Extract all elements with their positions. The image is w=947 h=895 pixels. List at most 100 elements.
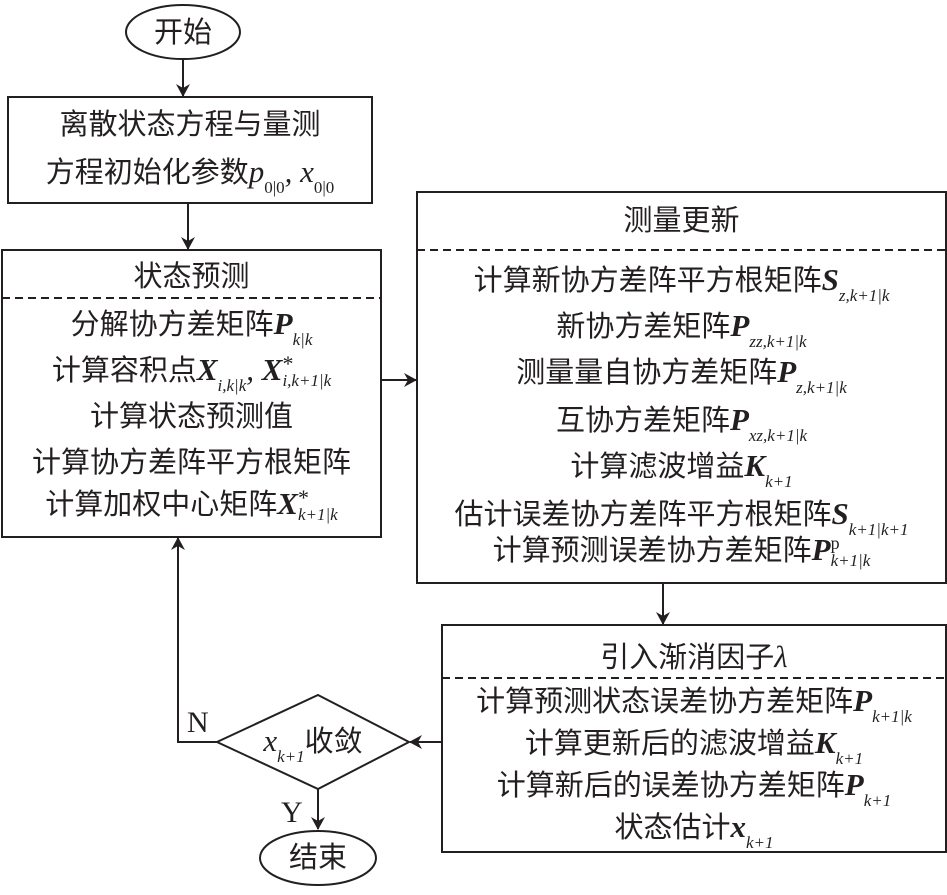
- step-var: P: [811, 532, 831, 567]
- step-var: S: [831, 496, 849, 531]
- init-text: 离散状态方程与量测 方程初始化参数p0|0, x0|0: [8, 108, 372, 204]
- step-var: K: [814, 725, 836, 760]
- step-text: 计算预测状态误差协方差矩阵: [476, 684, 854, 718]
- step-text: 测量量自协方差矩阵: [516, 355, 778, 389]
- step-text: 互协方差矩阵: [555, 403, 730, 437]
- decision-text: 收敛: [304, 724, 363, 758]
- prediction-step-4: 计算协方差阵平方根矩阵: [2, 448, 381, 477]
- step-var: S: [821, 262, 839, 297]
- state-prediction-title: 状态预测: [133, 259, 250, 293]
- fading-factor-title: 引入渐消因子λ: [442, 641, 946, 672]
- step-supsub-2: *i,k+1|k: [282, 351, 332, 390]
- step-sub: k+1: [745, 833, 774, 852]
- measurement-step-5: 计算滤波增益Kk+1: [417, 448, 946, 490]
- measurement-step-6: 估计误差协方差阵平方根矩阵Sk+1|k+1: [417, 496, 946, 538]
- decision-var: x: [263, 723, 278, 758]
- fading-step-2: 计算更新后的滤波增益Kk+1: [442, 725, 946, 767]
- fading-step-4: 状态估计xk+1: [442, 809, 946, 851]
- decision-label: xk+1收敛: [217, 723, 409, 765]
- step-sub: xz,k+1|k: [748, 426, 808, 445]
- prediction-step-5: 计算加权中心矩阵X*k+1|k: [2, 485, 381, 524]
- step-text: 计算预测误差协方差矩阵: [492, 533, 812, 567]
- measurement-update-title: 测量更新: [623, 203, 740, 237]
- end-label: 结束: [260, 843, 376, 872]
- step-var: P: [730, 308, 750, 343]
- init-line-2: 方程初始化参数p0|0, x0|0: [8, 154, 372, 196]
- state-prediction-content: 状态预测 分解协方差矩阵Pk|k 计算容积点Xi,k|k, X*i,k+1|k …: [2, 250, 381, 537]
- step-text: 计算加权中心矩阵: [45, 487, 278, 521]
- step-sub: k+1|k+1: [848, 520, 909, 539]
- measurement-update-content: 测量更新 计算新协方差阵平方根矩阵Sz,k+1|k 新协方差矩阵Pzz,k+1|…: [417, 192, 946, 583]
- step-text: 计算新后的误差协方差矩阵: [496, 768, 845, 802]
- step-text: 新协方差矩阵: [556, 309, 731, 343]
- step-sub: i,k|k: [217, 376, 247, 395]
- sep: ,: [284, 154, 301, 189]
- end-text: 结束: [288, 840, 347, 874]
- step-sub: z,k+1|k: [838, 286, 890, 305]
- step-text: 计算新协方差阵平方根矩阵: [473, 263, 822, 297]
- step-var-2: X: [261, 352, 283, 387]
- step-var: K: [744, 448, 766, 483]
- step-sub: k|k: [292, 330, 313, 349]
- step-text: 计算滤波增益: [570, 449, 745, 483]
- measurement-update-box: [416, 191, 947, 584]
- step-var: X: [196, 352, 218, 387]
- measurement-step-1: 计算新协方差阵平方根矩阵Sz,k+1|k: [417, 262, 946, 304]
- var-x-sub: 0|0: [313, 178, 335, 197]
- step-sep: ,: [246, 352, 262, 387]
- var-p-sub: 0|0: [264, 178, 285, 197]
- step-text: 计算协方差阵平方根矩阵: [31, 445, 351, 479]
- var-p: p: [248, 154, 265, 189]
- lambda-symbol: λ: [774, 639, 788, 674]
- step-sub: zz,k+1|k: [749, 332, 807, 351]
- step-var: P: [853, 683, 873, 718]
- init-line-2-text: 方程初始化参数: [45, 155, 249, 189]
- fading-step-1: 计算预测状态误差协方差矩阵Pk+1|k: [442, 683, 946, 725]
- step-sub: z,k+1|k: [796, 378, 847, 397]
- fading-step-3: 计算新后的误差协方差矩阵Pk+1: [442, 767, 946, 809]
- end-terminal: [259, 830, 377, 886]
- var-x: x: [300, 154, 314, 189]
- step-sub: i,k+1|k: [282, 371, 332, 390]
- step-sup: *: [282, 351, 294, 376]
- decision-sub: k+1: [277, 747, 305, 766]
- step-sub: k+1|k: [872, 707, 912, 726]
- prediction-step-2: 计算容积点Xi,k|k, X*i,k+1|k: [2, 351, 381, 395]
- measurement-step-2: 新协方差矩阵Pzz,k+1|k: [417, 308, 946, 350]
- step-supsub: *k+1|k: [297, 485, 338, 524]
- arrow-no-feedback: [171, 537, 217, 743]
- step-text: 计算状态预测值: [89, 399, 293, 433]
- yes-branch-label: Y: [281, 796, 303, 829]
- init-line-1: 离散状态方程与量测: [59, 107, 321, 141]
- step-sup: *: [297, 485, 309, 510]
- step-text: 计算更新后的滤波增益: [524, 726, 815, 760]
- step-sub: k+1: [765, 472, 793, 491]
- prediction-step-3: 计算状态预测值: [2, 402, 381, 431]
- step-var: x: [730, 809, 746, 844]
- start-label: 开始: [126, 18, 240, 47]
- measurement-step-4: 互协方差矩阵Pxz,k+1|k: [417, 402, 946, 444]
- step-sub: k+1|k: [830, 551, 871, 570]
- step-text: 分解协方差矩阵: [70, 307, 274, 341]
- step-sub: k+1: [835, 749, 864, 768]
- step-text: 计算容积点: [51, 353, 197, 387]
- start-text: 开始: [153, 15, 212, 49]
- step-var: P: [729, 402, 749, 437]
- init-box: [7, 96, 373, 204]
- step-sub: k+1|k: [297, 505, 338, 524]
- prediction-step-1: 分解协方差矩阵Pk|k: [2, 306, 381, 348]
- title-text: 引入渐消因子: [600, 640, 775, 674]
- fading-factor-box: [441, 624, 947, 853]
- step-sup: p: [830, 533, 840, 553]
- step-text: 状态估计: [614, 810, 731, 844]
- step-sub: k+1: [863, 791, 892, 810]
- step-text: 估计误差协方差阵平方根矩阵: [454, 497, 832, 531]
- step-var: P: [273, 306, 293, 341]
- step-var: P: [844, 767, 864, 802]
- step-var: X: [277, 486, 298, 521]
- measurement-step-3: 测量量自协方差矩阵Pz,k+1|k: [417, 354, 946, 396]
- step-var: P: [777, 354, 797, 389]
